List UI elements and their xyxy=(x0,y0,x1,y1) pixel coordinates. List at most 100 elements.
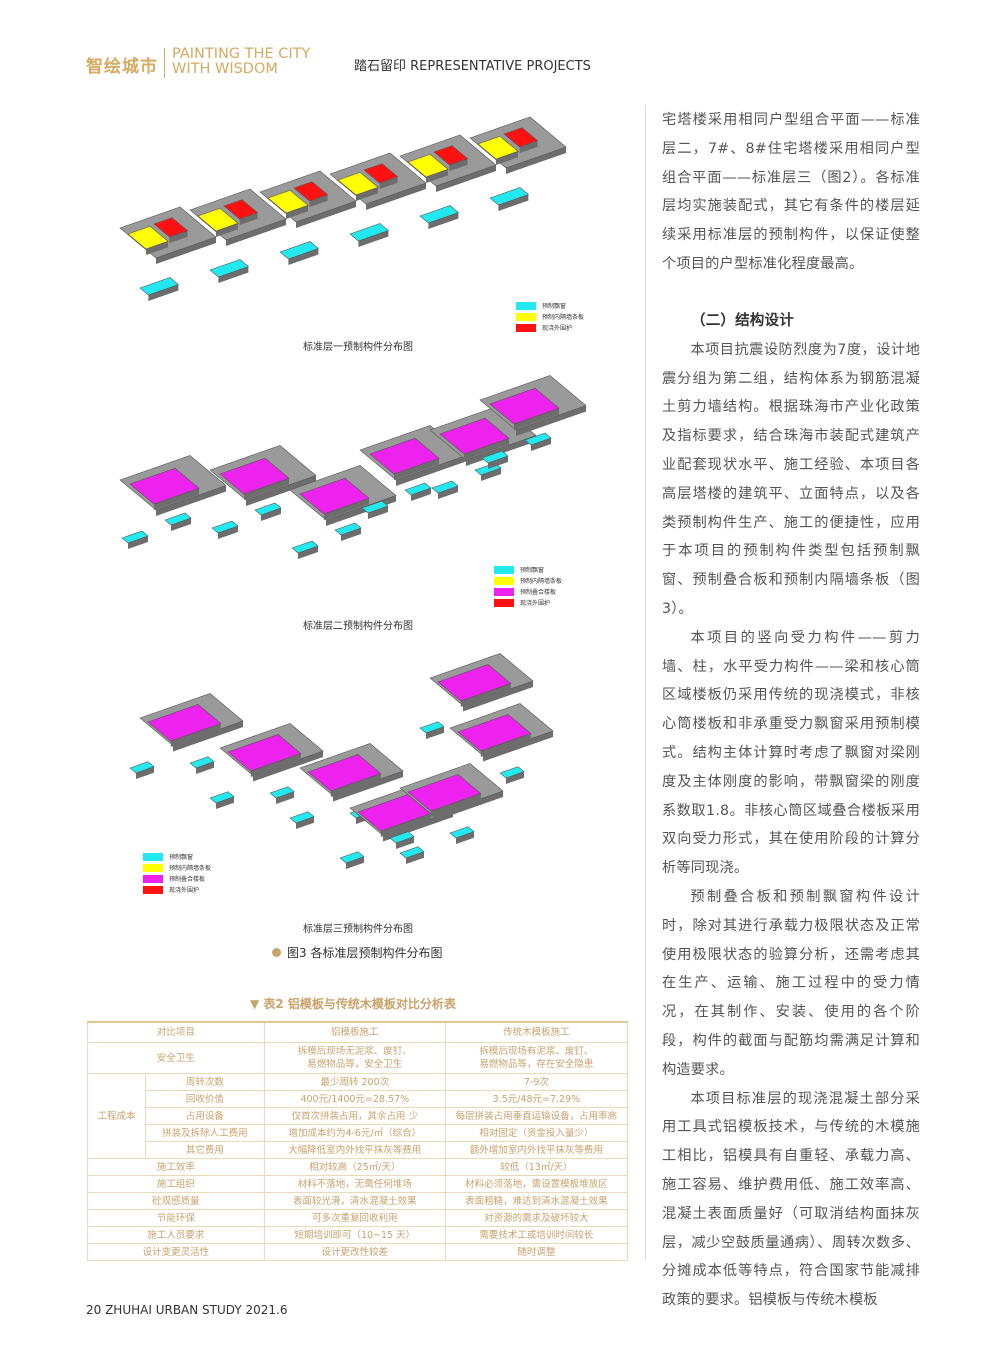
row-label: 占用设备 xyxy=(145,1107,265,1125)
slab-component xyxy=(437,664,512,707)
paragraph: 预制叠合板和预制飘窗构件设计时，除对其进行承载力极限状态及正常使用极限状态的验算… xyxy=(662,888,920,1078)
column-divider xyxy=(645,105,646,1260)
alu-cell: 相对较高（25㎡/天） xyxy=(263,1158,446,1176)
table-row: 其它费用大幅降低室内外找平抹灰等费用额外增加室内外找平抹灰等费用 xyxy=(88,1141,629,1159)
table-row: 砼观感质量表面较光滑，清水混凝土效果表面粗糙，难达到清水混凝土效果 xyxy=(87,1192,629,1210)
window-component xyxy=(489,187,529,211)
wood-cell: 随时调整 xyxy=(444,1243,629,1261)
castinplace-component xyxy=(153,217,189,243)
table-row: 占用设备仅首次拼装占用，其余占用 少每层拼装占用垂直运输设备，占用率高 xyxy=(88,1107,629,1125)
castinplace-component xyxy=(433,145,469,171)
wood-cell: 7-9次 xyxy=(444,1073,629,1091)
paragraph: 本项目的竖向受力构件——剪力墙、柱，水平受力构件——梁和核心筒区域楼板仍采用传统… xyxy=(662,629,920,877)
legend-item: 现浇外围护 xyxy=(516,322,584,333)
window-component xyxy=(481,450,509,469)
window-component xyxy=(269,786,295,804)
partition-component xyxy=(267,189,309,219)
alu-cell: 大幅降低室内外找平抹灰等费用 xyxy=(263,1141,446,1159)
floor3-diagram xyxy=(129,653,554,869)
row-label: 施工组织 xyxy=(87,1175,265,1193)
slab-component xyxy=(129,467,200,510)
window-component xyxy=(211,520,239,539)
slab-component xyxy=(369,437,440,480)
row-label: 拼装及拆除人工费用 xyxy=(145,1124,265,1142)
castinplace-component xyxy=(293,181,329,207)
logo-english-line2: WITH WISDOM xyxy=(172,61,278,77)
row-label: 节能环保 xyxy=(87,1209,265,1227)
window-component xyxy=(419,205,459,229)
row-label: 施工人员要求 xyxy=(87,1226,265,1244)
fig2-caption: 标准层二预制构件分布图 xyxy=(303,621,413,632)
window-component xyxy=(339,851,365,869)
section-heading: （二）结构设计 xyxy=(691,313,794,329)
table-row: 施工组织材料不落地，无需任何堆场材料必须落地，需设置模板堆放区 xyxy=(87,1175,629,1193)
partition-component xyxy=(197,207,239,237)
wood-cell: 额外增加室内外找平抹灰等费用 xyxy=(444,1141,629,1159)
alu-cell: 材料不落地，无需任何堆场 xyxy=(263,1175,446,1193)
row-label: 周转次数 xyxy=(145,1073,265,1091)
legend-item: 预制内隔墙条板 xyxy=(143,862,211,873)
table-row: 节能环保可多次重复回收利用对资源的需求及破坏较大 xyxy=(87,1209,629,1227)
row-label: 砼观感质量 xyxy=(87,1192,265,1210)
alu-cell: 增加成本约为4-6元/㎡（综合） xyxy=(263,1124,446,1142)
alu-cell: 设计更改性较差 xyxy=(263,1243,446,1261)
table-row: 拼装及拆除人工费用增加成本约为4-6元/㎡（综合）相对固定（资金投入量少） xyxy=(88,1124,629,1142)
slab-component xyxy=(457,714,532,757)
window-component xyxy=(499,766,525,784)
slab-component xyxy=(307,754,382,797)
window-component xyxy=(334,522,362,541)
slab-component xyxy=(219,457,290,500)
legend-item: 现浇外围护 xyxy=(143,884,211,895)
castinplace-component xyxy=(363,163,399,189)
table-header-row: 对比项目 铝模板施工 传统木模板施工 xyxy=(87,1021,629,1043)
fig1-caption: 标准层一预制构件分布图 xyxy=(303,342,413,353)
alu-cell: 表面较光滑，清水混凝土效果 xyxy=(263,1192,446,1210)
window-component xyxy=(291,540,319,559)
floor2-diagram xyxy=(119,375,587,559)
partition-component xyxy=(337,171,379,201)
legend-item: 现浇外围护 xyxy=(494,597,562,608)
figure-title: 图3 各标准层预制构件分布图 xyxy=(272,944,442,961)
fig1-legend: 预制飘窗 预制内隔墙条板 现浇外围护 xyxy=(516,300,584,333)
header-cell: 传统木模板施工 xyxy=(444,1021,629,1043)
logo-english: PAINTING THE CITY WITH WISDOM xyxy=(172,47,310,77)
alu-cell: 仅首次拼装占用，其余占用 少 xyxy=(263,1107,446,1125)
group-label: 工程成本 xyxy=(87,1073,146,1159)
wood-cell: 较低（13㎡/天） xyxy=(444,1158,629,1176)
window-component xyxy=(139,277,179,301)
paragraph: 本项目抗震设防烈度为7度，设计地震分组为第二组，结构体系为钢筋混凝土剪力墙结构。… xyxy=(662,341,920,617)
fig3-caption: 标准层三预制构件分布图 xyxy=(303,924,413,935)
paragraph: 本项目标准层的现浇混凝土部分采用工具式铝模板技术，与传统的木模施工相比，铝模具有… xyxy=(662,1090,920,1309)
alu-cell: 短期培训即可（10~15 天） xyxy=(263,1226,446,1244)
partition-component xyxy=(477,135,519,165)
alu-cell: 可多次重复回收利用 xyxy=(263,1209,446,1227)
body-text-main: （二）结构设计 本项目抗震设防烈度为7度，设计地震分组为第二组，结构体系为钢筋混… xyxy=(662,307,920,1315)
window-component xyxy=(254,502,282,521)
wood-cell: 相对固定（资金投入量少） xyxy=(444,1124,629,1142)
row-label: 施工效率 xyxy=(87,1158,265,1176)
row-label: 设计变更灵活性 xyxy=(87,1243,265,1261)
fig3-legend: 预制飘窗 预制内隔墙条板 预制叠合楼板 现浇外围护 xyxy=(143,851,211,895)
legend-item: 预制飘窗 xyxy=(516,300,584,311)
window-component xyxy=(399,846,425,864)
comparison-table: 对比项目 铝模板施工 传统木模板施工 安全卫生 拆模后现场无泥浆、废钉、 易燃物… xyxy=(87,1021,629,1261)
slab-component xyxy=(147,704,222,747)
slab-component xyxy=(299,477,370,520)
alu-cell: 最少周转 200次 xyxy=(263,1073,446,1091)
wood-cell: 3.5元/48元=7.29% xyxy=(444,1090,629,1108)
wood-cell: 需要技术工或培训时间较长 xyxy=(444,1226,629,1244)
window-component xyxy=(449,826,475,844)
table-row: 设计变更灵活性设计更改性较差随时调整 xyxy=(87,1243,629,1261)
table-row: 安全卫生 拆模后现场无泥浆、废钉、 易燃物品等，安全卫生 拆模后现场有泥浆、废钉… xyxy=(87,1042,629,1074)
wood-cell: 表面粗糙，难达到清水混凝土效果 xyxy=(444,1192,629,1210)
section-title: 踏石留印 REPRESENTATIVE PROJECTS xyxy=(354,59,591,74)
window-component xyxy=(361,500,389,519)
window-component xyxy=(389,831,415,849)
row-label: 回收价值 xyxy=(145,1090,265,1108)
wood-cell: 拆模后现场有泥浆、废钉、 易燃物品等，存在安全隐患 xyxy=(444,1042,629,1074)
row-label: 其它费用 xyxy=(145,1141,265,1159)
wood-cell: 每层拼装占用垂直运输设备，占用率高 xyxy=(444,1107,629,1125)
window-component xyxy=(289,811,315,829)
floor1-diagram xyxy=(119,116,567,301)
